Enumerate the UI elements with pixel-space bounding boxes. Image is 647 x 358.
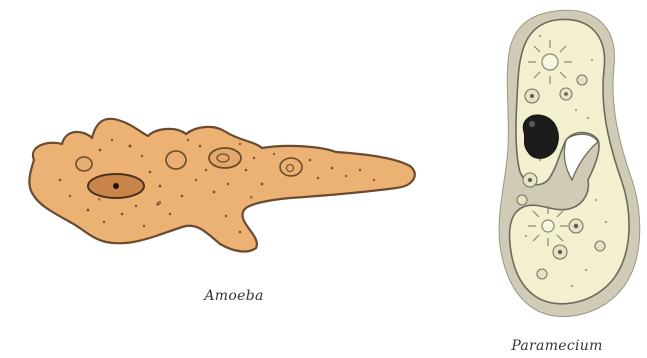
amoeba-vacuole	[209, 148, 241, 168]
amoeba-illustration	[29, 119, 414, 252]
paramecium-contractile-vacuole	[528, 40, 572, 84]
amoeba-vacuole	[76, 157, 92, 171]
amoeba-label: Amoeba	[184, 288, 284, 304]
amoeba-nucleolus	[113, 183, 119, 189]
amoeba-vacuole	[280, 158, 302, 176]
paramecium-macronucleus	[523, 115, 558, 158]
paramecium-label: Paramecium	[482, 338, 632, 354]
paramecium-micronucleus	[529, 121, 535, 127]
paramecium-illustration	[499, 10, 640, 316]
amoeba-vacuole	[166, 151, 186, 169]
paramecium-contractile-vacuole	[528, 206, 568, 246]
